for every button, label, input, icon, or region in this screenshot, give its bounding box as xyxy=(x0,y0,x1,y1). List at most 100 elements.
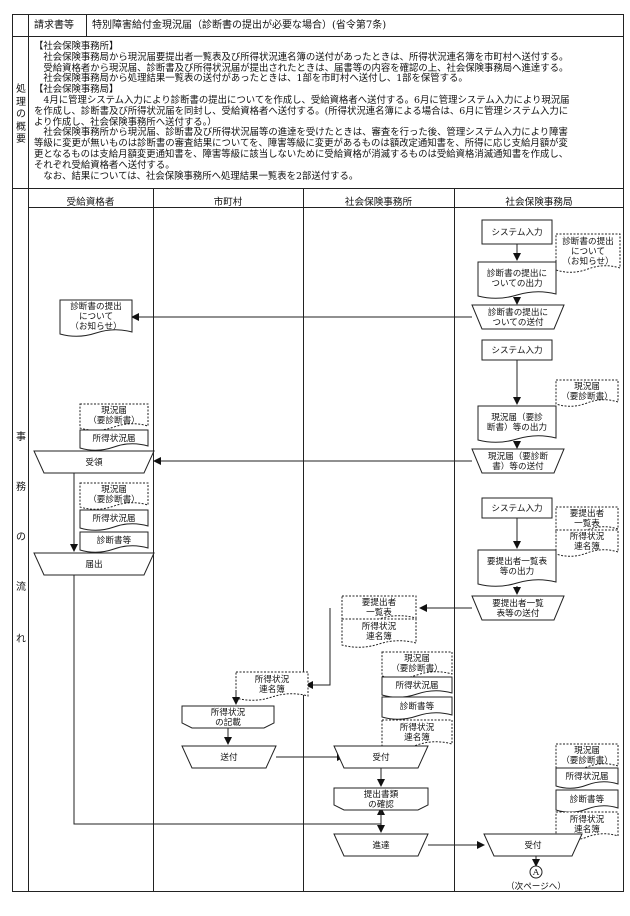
column-social-insurance-office: 社会保険事務所 xyxy=(344,197,413,208)
recipient-genkyo-doc-label: 現況届（要診断書） xyxy=(88,405,140,426)
flow-side-label: 務 xyxy=(16,482,26,493)
recipient-notice-doc-doc xyxy=(59,299,133,337)
bureau-recv-genkyo-doc-doc xyxy=(555,743,619,771)
arrow xyxy=(305,608,331,689)
recipient-notice-doc-label: 診断書の提出について（お知らせ） xyxy=(70,300,122,332)
recipient-submit-shindan-doc-label: 診断書等 xyxy=(97,534,132,546)
bureau-recv-shotoku-doc-doc xyxy=(555,767,619,789)
office-list-doc-label: 要提出者一覧表 xyxy=(362,596,397,618)
recipient-submit-shape xyxy=(33,552,155,576)
side-col-divider xyxy=(28,14,29,892)
office-genkyo-doc-label: 現況届（要診断書） xyxy=(391,653,443,674)
office-receive-label: 受付 xyxy=(372,751,390,763)
recipient-shotoku-doc-label: 所得状況届 xyxy=(93,432,136,444)
bureau-recv-shotoku-doc-label: 所得状況届 xyxy=(566,770,609,782)
recipient-submit-shindan-doc-doc xyxy=(79,531,149,553)
bureau-notice-doc-label: 診断書の提出について（お知らせ） xyxy=(562,235,614,267)
recipient-submit-shotoku-doc-doc xyxy=(79,509,149,531)
bureau-genkyo-output-doc xyxy=(477,405,557,443)
summary-line: 更となるものは支給月額変更通知書を、障害等級に該当しないために受給資格が消滅する… xyxy=(34,148,569,160)
lane-divider xyxy=(153,188,154,892)
connector-label: A xyxy=(532,868,540,878)
summary-line: より作成し、社会保険事務所へ送付する。） xyxy=(34,116,217,128)
bureau-list-output-label: 要提出者一覧表等の出力 xyxy=(487,555,548,577)
recipient-shotoku-doc-doc xyxy=(79,429,149,451)
column-social-insurance-bureau: 社会保険事務局 xyxy=(505,197,573,208)
bureau-genkyo-doc-doc xyxy=(555,379,619,407)
bureau-list-doc-label: 要提出者一覧表 xyxy=(570,507,605,529)
summary-line: それぞれ受給資格者へ送付する。 xyxy=(34,159,175,171)
summary-divider xyxy=(12,188,624,189)
summary-line: 等級に変更が無いものは診断書の審査結果についてを、障害等級に変更があるものは額改… xyxy=(34,138,568,150)
office-receive-shape xyxy=(333,745,429,769)
summary-line: なお、結果については、社会保険事務所へ処理結果一覧表を2部送付する。 xyxy=(34,170,359,182)
office-meibo2-doc-doc xyxy=(381,719,453,749)
column-municipality: 市町村 xyxy=(213,197,243,208)
summary-line: を作成し、診断書及び所得状況届を同封し、受給資格者へ送付する。(所得状況連名簿に… xyxy=(34,105,569,117)
bureau-system-input-1-box xyxy=(481,219,553,245)
municipality-record-shape xyxy=(181,705,275,729)
bureau-recv-genkyo-doc-label: 現況届（要診断書） xyxy=(561,745,613,766)
recipient-submit-genkyo-doc-doc xyxy=(79,482,149,510)
flow-side-label: 事 xyxy=(16,432,26,443)
bureau-genkyo-doc-label: 現況届（要診断書） xyxy=(561,381,613,402)
bureau-receive-shape xyxy=(483,833,583,857)
office-meibo-doc-label: 所得状況連名簿 xyxy=(362,620,397,642)
municipality-meibo-doc-doc xyxy=(235,671,309,701)
bureau-list-send-label: 要提出者一覧表等の送付 xyxy=(492,597,544,619)
office-forward-label: 進達 xyxy=(372,839,390,851)
bureau-notice-output-doc xyxy=(477,261,557,299)
municipality-send-label: 送付 xyxy=(220,751,238,763)
header-label: 請求書等 xyxy=(34,20,74,31)
office-shindan-doc-doc xyxy=(381,696,453,720)
office-meibo-doc-doc xyxy=(341,618,417,648)
bureau-meibo-doc-label: 所得状況連名簿 xyxy=(570,530,605,552)
flow-side-label: れ xyxy=(16,634,26,645)
bureau-system-input-2-label: システム入力 xyxy=(491,344,542,356)
summary-line: 受給資格者から現況届、診断書及び所得状況届が提出されたときは、届書等の内容を確認… xyxy=(34,62,569,74)
summary-text: 【社会保険事務所】 社会保険事務局から現況届要提出者一覧表及び所得状況連名簿の送… xyxy=(34,41,616,182)
bureau-meibo-doc-doc xyxy=(555,529,619,557)
summary-line: 社会保険事務局から処理結果一覧表の送付があったときは、1部を市町村へ送付し、1部… xyxy=(34,73,468,85)
connector-circle xyxy=(529,865,543,879)
summary-line: 社会保険事務局から現況届要提出者一覧表及び所得状況連名簿の送付があったときは、所… xyxy=(34,51,569,63)
municipality-send-shape xyxy=(181,745,277,769)
lane-divider xyxy=(454,188,455,892)
lane-divider xyxy=(303,188,304,892)
column-header-divider xyxy=(28,207,624,208)
bureau-system-input-3-label: システム入力 xyxy=(491,502,542,514)
bureau-notice-send-shape xyxy=(471,304,565,330)
recipient-receive-label: 受領 xyxy=(85,456,103,468)
recipient-submit-label: 届出 xyxy=(85,558,102,570)
summary-line: 【社会保険事務所】 xyxy=(34,41,119,52)
bureau-list-send-shape xyxy=(471,595,565,621)
office-check-label: 提出書類の確認 xyxy=(364,788,399,810)
header-divider xyxy=(12,36,624,37)
recipient-receive-shape xyxy=(33,450,155,474)
bureau-recv-shindan-doc-label: 診断書等 xyxy=(570,793,605,805)
flow-side-label: の xyxy=(16,532,26,543)
bureau-system-input-1-label: システム入力 xyxy=(491,226,542,238)
bureau-genkyo-send-label: 現況届（要診断書）等の送付 xyxy=(488,450,549,472)
bureau-recv-meibo-doc-label: 所得状況連名簿 xyxy=(570,813,605,835)
bureau-notice-send-label: 診断書の提出についての送付 xyxy=(488,306,548,328)
summary-line: 4月に管理システム入力により診断書の提出についてを作成し、受給資格者へ送付する。… xyxy=(34,94,570,106)
next-page-label: （次ページへ） xyxy=(506,880,566,892)
summary-line: 社会保険事務所から現況届、診断書及び所得状況届等の進達を受けたときは、審査を行っ… xyxy=(34,127,568,139)
summary-side-label: 処理の概要 xyxy=(16,84,26,145)
office-shotoku-doc-label: 所得状況届 xyxy=(396,679,439,691)
recipient-submit-shotoku-doc-label: 所得状況届 xyxy=(93,512,136,524)
column-recipient: 受給資格者 xyxy=(66,197,115,208)
office-check-shape xyxy=(333,787,429,811)
header-col-divider xyxy=(86,14,87,36)
office-forward-shape xyxy=(333,833,429,857)
bureau-notice-output-label: 診断書の提出についての出力 xyxy=(487,267,547,289)
municipality-meibo-doc-label: 所得状況連名簿 xyxy=(255,673,290,695)
summary-line: 【社会保険事務局】 xyxy=(34,84,119,96)
bureau-genkyo-output-label: 現況届（要診断書）等の出力 xyxy=(487,411,547,433)
recipient-submit-genkyo-doc-label: 現況届（要診断書） xyxy=(88,484,140,505)
office-shindan-doc-label: 診断書等 xyxy=(400,700,435,712)
municipality-record-label: 所得状況の記載 xyxy=(211,706,246,728)
